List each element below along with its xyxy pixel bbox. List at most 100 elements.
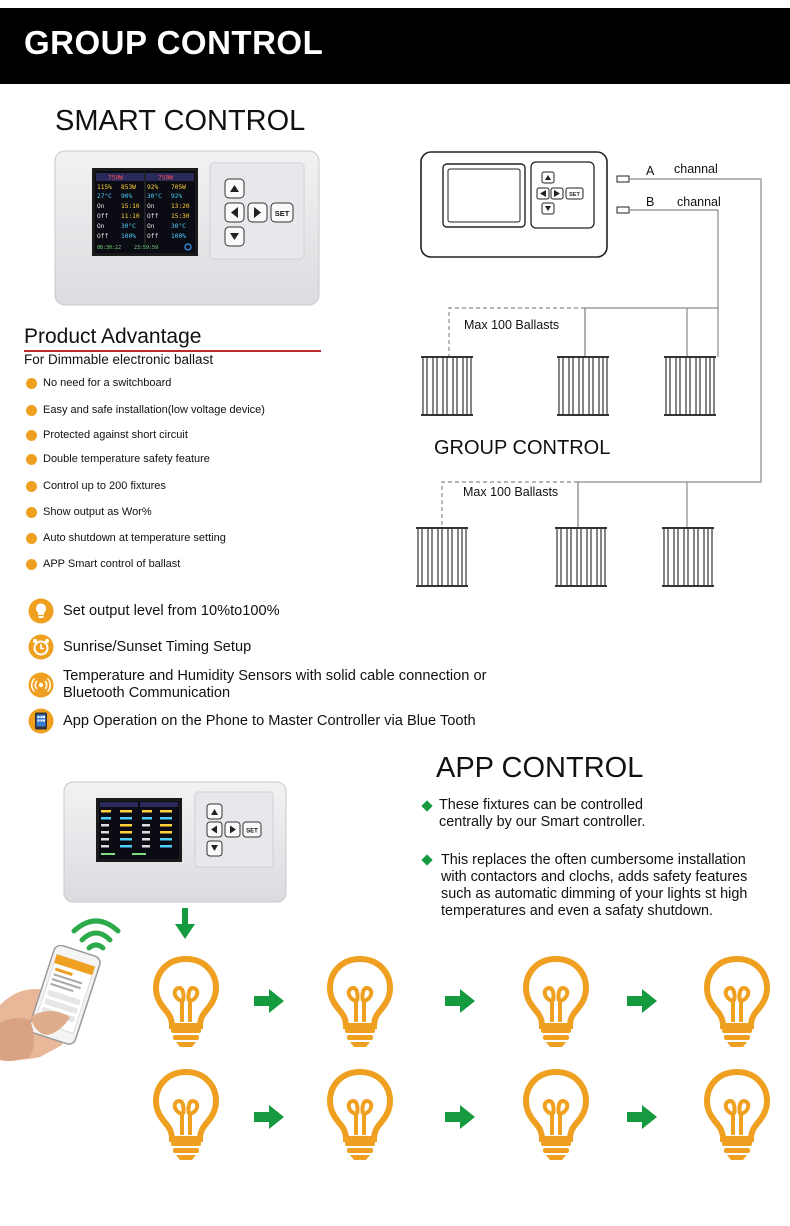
advantage-item: Easy and safe installation(low voltage d… xyxy=(26,402,265,418)
bullet-dot xyxy=(26,429,37,441)
bullet-dot xyxy=(26,404,37,416)
lightbulb-icon xyxy=(28,598,54,624)
bullet-dot xyxy=(26,480,37,492)
feature-text: Temperature and Humidity Sensors with so… xyxy=(63,668,487,701)
max-ballasts-bottom: Max 100 Ballasts xyxy=(463,485,559,499)
feature-text: App Operation on the Phone to Master Con… xyxy=(63,712,476,729)
advantage-item: APP Smart control of ballast xyxy=(26,556,180,572)
diagram-set-label: SET xyxy=(569,192,580,198)
diamond-bullet xyxy=(421,854,433,866)
advantage-text: No need for a switchboard xyxy=(43,377,172,389)
screen-text: Off xyxy=(97,213,108,220)
screen-watt-a: 750W xyxy=(108,175,123,182)
arrow-right-icon xyxy=(445,1105,475,1129)
screen-text: 13:20 xyxy=(171,203,190,210)
screen-text: 11:10 xyxy=(121,213,140,220)
bulb-chain xyxy=(150,955,780,1165)
feature-text: Sunrise/Sunset Timing Setup xyxy=(63,638,252,655)
screen-text: 92% xyxy=(171,193,182,200)
screen-text: 705W xyxy=(171,184,186,191)
screen-text: Off xyxy=(97,233,108,240)
screen-text: 27°C xyxy=(97,192,112,200)
set-button-label: SET xyxy=(275,209,290,218)
lightbulb-icon xyxy=(526,959,586,1047)
header-bar xyxy=(0,8,790,84)
screen-text: 30°C xyxy=(171,222,186,230)
advantage-item: Protected against short circuit xyxy=(26,427,188,443)
advantage-text: APP Smart control of ballast xyxy=(43,558,181,570)
arrow-right-icon xyxy=(445,989,475,1013)
advantage-item: Auto shutdown at temperature setting xyxy=(26,530,226,546)
screen-text: 15:10 xyxy=(121,203,140,210)
lightbulb-icon xyxy=(707,959,767,1047)
tablet-icon xyxy=(28,708,54,734)
wiring-diagram: SET xyxy=(416,151,762,587)
screen-text: 115% xyxy=(97,184,112,191)
screen-text: 92% xyxy=(147,184,158,191)
diamond-bullet xyxy=(421,800,433,812)
bullet-dot xyxy=(26,453,37,465)
controller-device-small: SET xyxy=(63,781,287,903)
feature-row: Set output level from 10%to100% xyxy=(28,598,280,624)
bullet-dot xyxy=(26,532,37,544)
arrow-right-icon xyxy=(627,1105,657,1129)
lightbulb-icon xyxy=(156,959,216,1047)
sensor-icon xyxy=(28,672,54,698)
product-advantage-title: Product Advantage xyxy=(24,325,202,348)
lightbulb-icon xyxy=(156,1072,216,1160)
app-control-title: APP CONTROL xyxy=(436,752,644,784)
group-control-label: GROUP CONTROL xyxy=(434,437,611,459)
screen-text: 853W xyxy=(121,184,136,191)
bullet-dot xyxy=(26,377,37,389)
feature-row: Temperature and Humidity Sensors with so… xyxy=(28,668,528,702)
channel-b-letter: B xyxy=(646,195,655,209)
screen-watt-b: 750W xyxy=(158,175,173,182)
feature-row: Sunrise/Sunset Timing Setup xyxy=(28,634,251,660)
product-advantage-subtitle: For Dimmable electronic ballast xyxy=(24,352,214,367)
smart-control-title: SMART CONTROL xyxy=(55,105,306,137)
advantage-text: Double temperature safety feature xyxy=(43,453,210,465)
advantage-text: Easy and safe installation(low voltage d… xyxy=(43,404,265,416)
ballast-fixtures xyxy=(416,356,716,587)
title-underline xyxy=(24,350,321,352)
arrow-right-icon xyxy=(254,989,284,1013)
screen-text: 30°C xyxy=(147,192,162,200)
advantage-item: Double temperature safety feature xyxy=(26,451,210,467)
arrow-right-icon xyxy=(627,989,657,1013)
screen-text: On xyxy=(147,203,155,210)
app-bullet-text: This replaces the often cumbersome insta… xyxy=(441,852,748,919)
header-title: GROUP CONTROL xyxy=(24,24,324,61)
controller-buttons: SET xyxy=(224,178,294,247)
advantage-text: Auto shutdown at temperature setting xyxy=(43,532,226,544)
lightbulb-icon xyxy=(330,1072,390,1160)
screen-text: 90% xyxy=(121,193,132,200)
feature-text: Set output level from 10%to100% xyxy=(63,602,280,619)
screen-text: On xyxy=(97,223,105,230)
channel-a-letter: A xyxy=(646,164,655,178)
feature-row: App Operation on the Phone to Master Con… xyxy=(28,708,476,734)
screen-text: 100% xyxy=(171,233,186,240)
screen-text: 08:30:22 xyxy=(97,245,121,251)
small-set-button-label: SET xyxy=(246,829,258,835)
advantage-item: No need for a switchboard xyxy=(26,375,171,391)
advantage-item: Show output as Wor% xyxy=(26,504,152,520)
screen-text: On xyxy=(147,223,155,230)
bullet-dot xyxy=(26,558,37,570)
alarm-clock-icon xyxy=(28,634,54,660)
app-bullet-text: These fixtures can be controlled central… xyxy=(439,797,646,830)
phone-in-hand-image xyxy=(0,945,101,1061)
arrow-right-icon xyxy=(254,1105,284,1129)
advantage-text: Protected against short circuit xyxy=(43,429,188,441)
arrow-down-icon xyxy=(175,908,195,939)
advantage-text: Show output as Wor% xyxy=(43,506,152,518)
screen-text: 23:59:59 xyxy=(134,245,158,251)
screen-text: Off xyxy=(147,233,158,240)
lightbulb-icon xyxy=(330,959,390,1047)
screen-text: 30°C xyxy=(121,222,136,230)
screen-text: 15:30 xyxy=(171,213,190,220)
wifi-signal-icon xyxy=(71,918,121,951)
screen-text: Off xyxy=(147,213,158,220)
bullet-dot xyxy=(26,506,37,518)
controller-device: 750W 750W 115% 853W 92% 705W 27°C 90% 30… xyxy=(54,150,320,306)
lightbulb-icon xyxy=(707,1072,767,1160)
